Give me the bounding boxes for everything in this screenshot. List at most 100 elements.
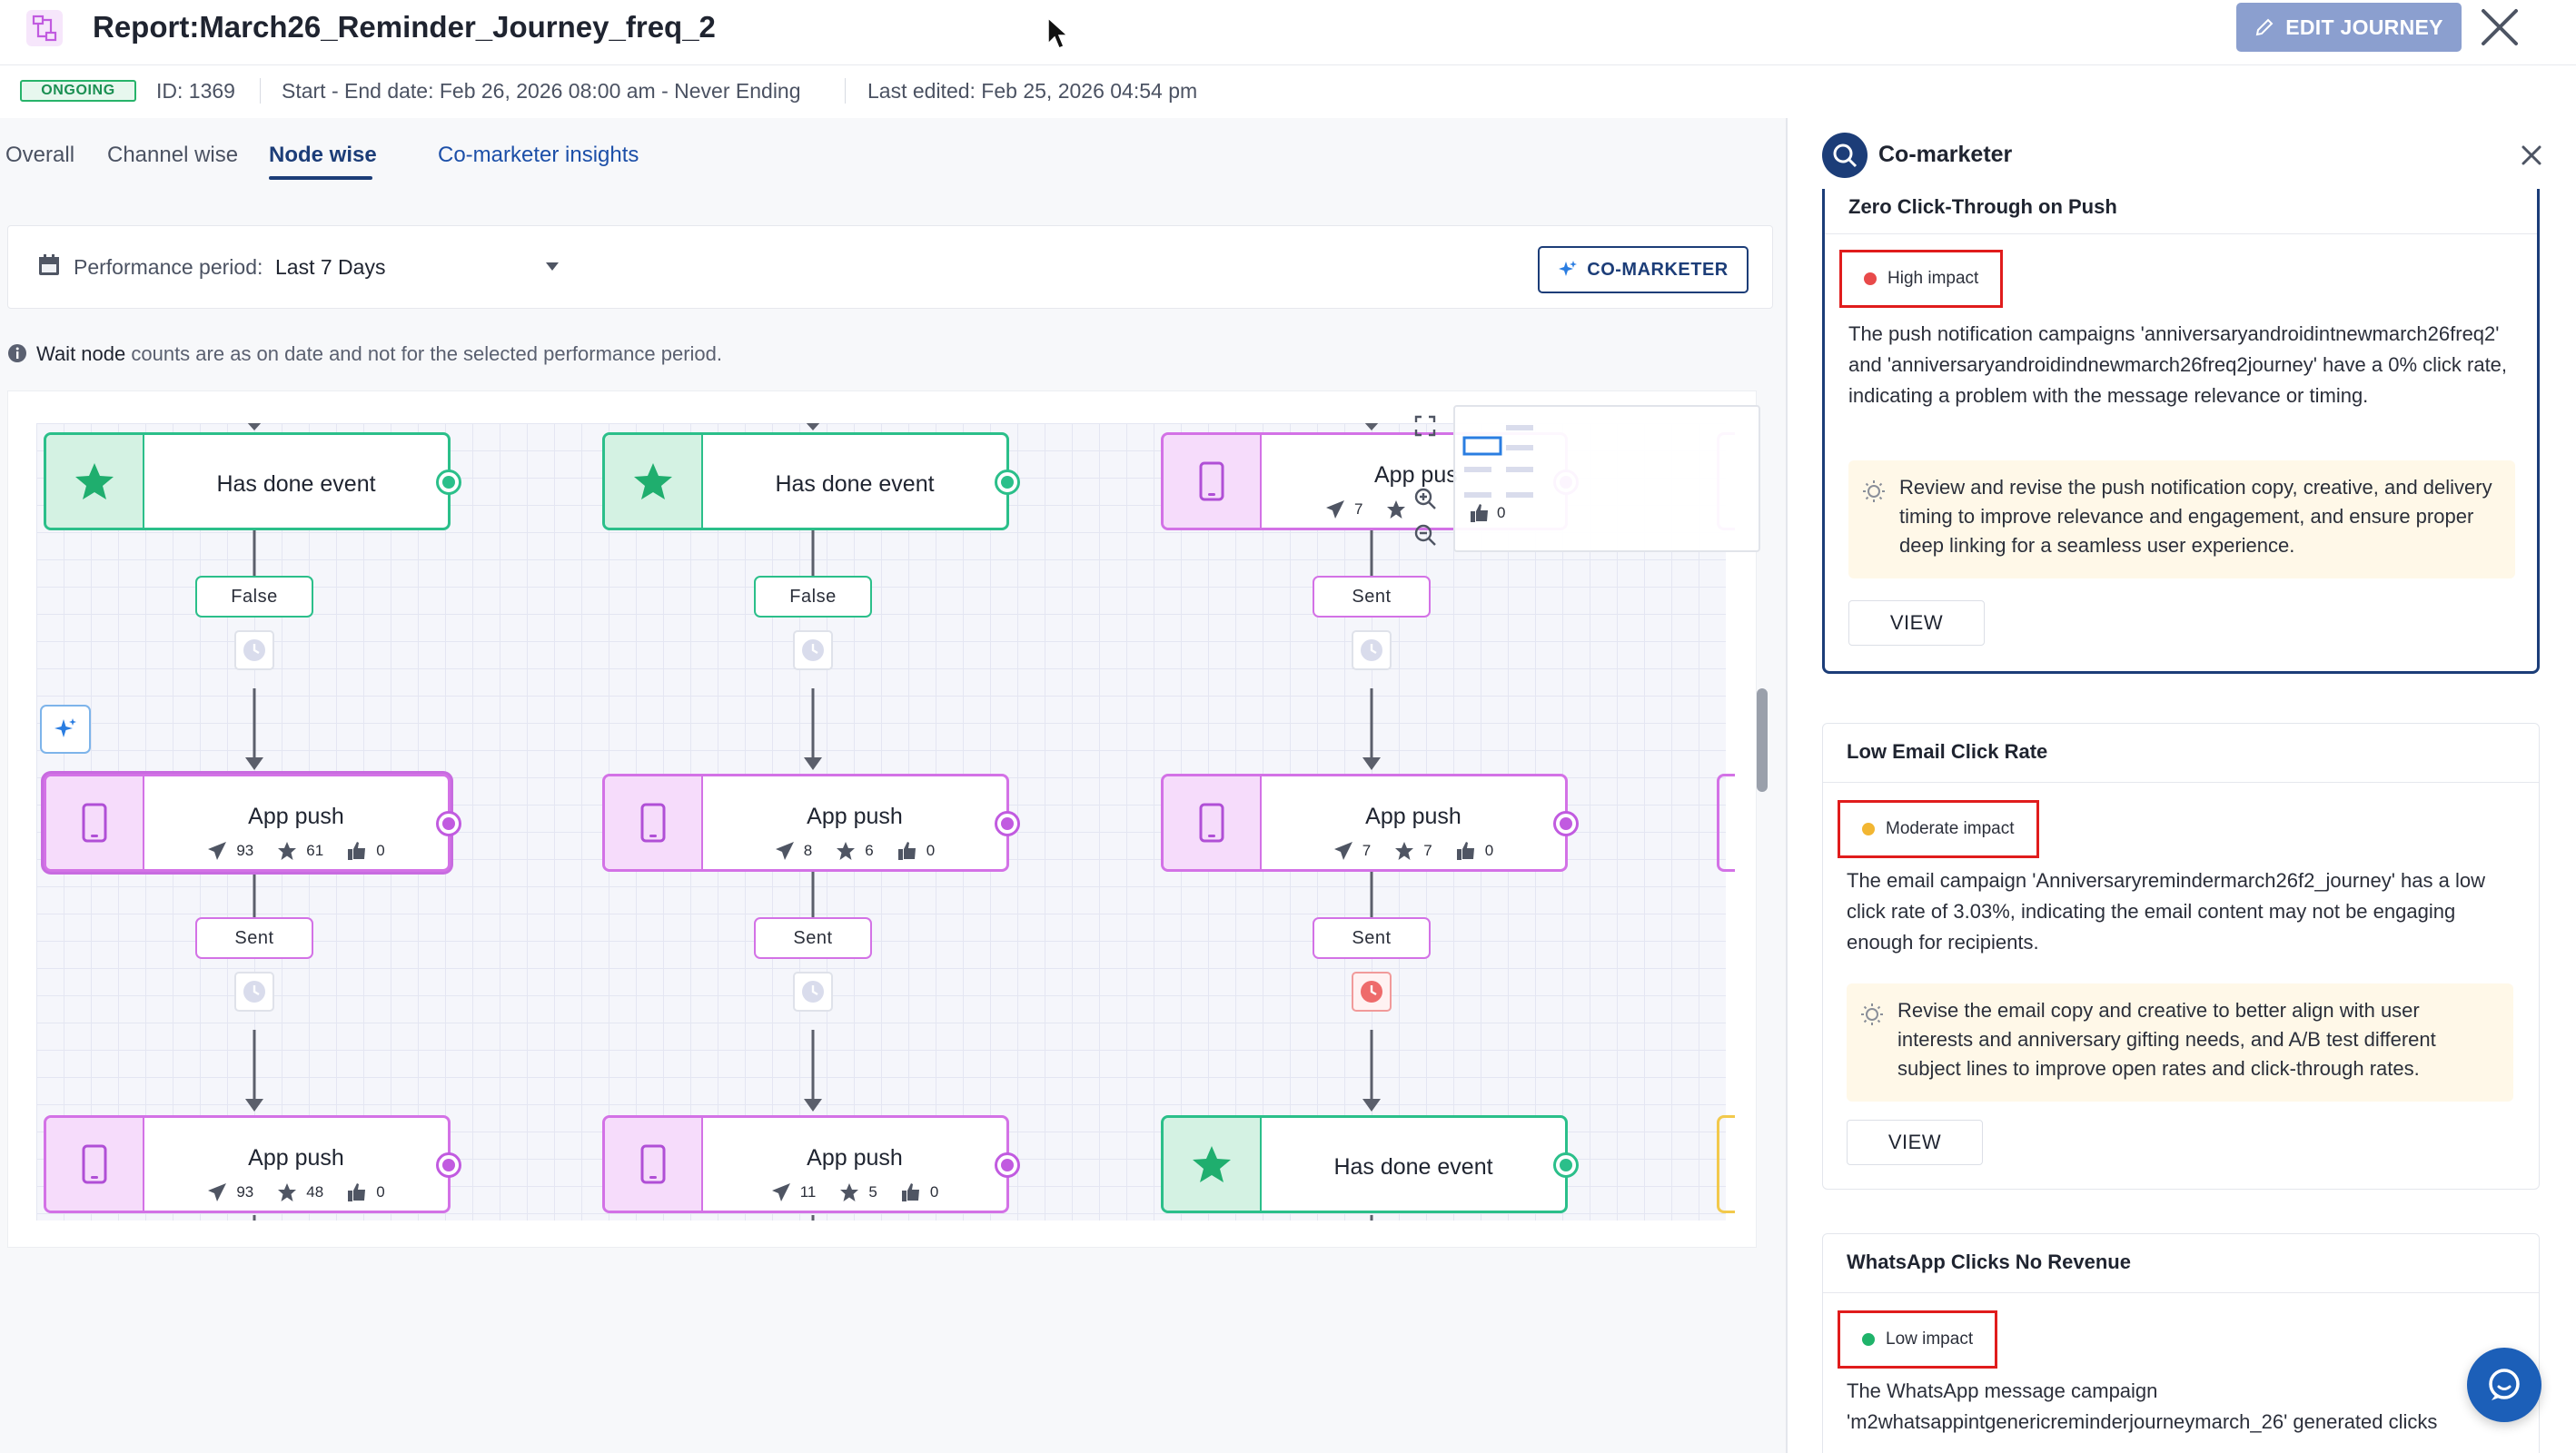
edit-journey-button[interactable]: EDIT JOURNEY	[2236, 3, 2462, 52]
canvas-ai-button[interactable]	[40, 705, 91, 754]
app-push-node[interactable]: App push 7 7 0	[1161, 774, 1579, 872]
wait-node[interactable]	[234, 630, 274, 670]
wait-node[interactable]	[793, 972, 833, 1012]
node-title: Has done event	[1333, 1154, 1493, 1180]
star-outline-icon	[278, 842, 297, 860]
send-icon	[208, 842, 227, 860]
sent-count: 93	[236, 842, 254, 859]
wait-node[interactable]	[793, 630, 833, 670]
node-title: Has done event	[775, 471, 935, 497]
offscreen-node[interactable]	[1717, 1115, 1735, 1213]
app-push-node[interactable]: App push 93 61 0	[44, 774, 461, 872]
star-icon	[75, 463, 114, 499]
node-output-port[interactable]	[1553, 1152, 1579, 1178]
insight-card[interactable]: Low Email Click Rate Moderate impact The…	[1822, 723, 2540, 1190]
view-button[interactable]: VIEW	[1847, 1120, 1983, 1165]
tab-node-wise[interactable]: Node wise	[269, 143, 377, 167]
mouse-cursor-icon	[1047, 16, 1069, 49]
impact-label: Moderate impact	[1886, 819, 2015, 838]
star-icon	[1193, 1146, 1231, 1182]
close-icon[interactable]	[2478, 5, 2522, 49]
close-panel-icon[interactable]	[2518, 142, 2545, 169]
mobile-phone-icon	[82, 1144, 107, 1184]
journey-meta-row: ONGOING ID: 1369 Start - End date: Feb 2…	[0, 71, 1780, 111]
pencil-icon	[2255, 18, 2274, 36]
report-header: Report:March26_Reminder_Journey_freq_2 E…	[0, 0, 2576, 65]
impact-label: Low impact	[1886, 1329, 1974, 1349]
wait-node[interactable]	[1352, 630, 1392, 670]
zoom-out-button[interactable]	[1412, 521, 1439, 549]
chat-bubble-icon	[2489, 1369, 2520, 1400]
minimap-thumbnail	[1462, 425, 1533, 498]
impact-badge: Low impact	[1862, 1329, 1973, 1349]
node-title: App push	[807, 804, 903, 829]
node-output-port[interactable]	[995, 470, 1020, 495]
app-push-icon-cell	[46, 776, 144, 869]
wait-node-active[interactable]	[1352, 972, 1392, 1012]
tab-co-marketer-insights[interactable]: Co-marketer insights	[438, 143, 639, 167]
sent-count: 93	[236, 1183, 254, 1201]
node-output-port[interactable]	[995, 1152, 1020, 1178]
delivered-count: 5	[868, 1183, 877, 1201]
delivered-count: 7	[1423, 842, 1432, 859]
node-stats: 93 48 0	[144, 1181, 448, 1203]
recommendation-box: Review and revise the push notification …	[1848, 460, 2515, 578]
event-node-icon-cell	[46, 435, 144, 528]
canvas-minimap[interactable]: 0	[1453, 405, 1760, 552]
app-push-node[interactable]: App push 11 5 0	[602, 1115, 1020, 1213]
offscreen-node[interactable]	[1717, 774, 1735, 872]
tab-channel-wise[interactable]: Channel wise	[107, 143, 239, 167]
send-icon	[775, 842, 794, 860]
send-icon	[1326, 500, 1344, 519]
app-push-node[interactable]: App push 8 6 0	[602, 774, 1020, 872]
tab-overall[interactable]: Overall	[5, 143, 75, 167]
insight-card[interactable]: WhatsApp Clicks No Revenue Low impact Th…	[1822, 1233, 2540, 1453]
clicked-count: 0	[376, 1183, 385, 1201]
node-output-port[interactable]	[436, 470, 461, 495]
sent-count: 8	[803, 842, 813, 859]
delivered-count: 61	[306, 842, 324, 859]
wait-node-strong: Wait node	[36, 342, 126, 365]
fit-to-screen-button[interactable]	[1412, 412, 1439, 440]
mobile-phone-icon	[82, 803, 107, 843]
node-title: App pus	[1374, 462, 1458, 488]
view-button[interactable]: VIEW	[1848, 600, 1985, 646]
app-push-icon-cell	[1164, 435, 1262, 528]
last-edited: Last edited: Feb 25, 2026 04:54 pm	[867, 79, 1198, 103]
info-icon	[8, 344, 26, 362]
delivered-count: 48	[306, 1183, 324, 1201]
performance-period-select[interactable]: Last 7 Days	[275, 255, 386, 279]
zoom-in-button[interactable]	[1412, 485, 1439, 512]
chat-support-button[interactable]	[2467, 1348, 2541, 1422]
app-push-node[interactable]: App push 93 48 0	[44, 1115, 461, 1213]
event-node[interactable]: Has done event	[1161, 1115, 1579, 1213]
insight-description: The email campaign 'Anniversaryreminderm…	[1847, 869, 2485, 954]
node-output-port[interactable]	[995, 811, 1020, 836]
node-output-port[interactable]	[436, 811, 461, 836]
event-node[interactable]: Has done event	[602, 432, 1020, 530]
left-panel-scrollbar[interactable]	[1757, 688, 1768, 792]
meta-divider	[260, 78, 261, 104]
caret-down-icon[interactable]	[544, 259, 560, 273]
event-node-icon-cell	[605, 435, 703, 528]
node-title: Has done event	[216, 471, 376, 497]
delivered-count: 6	[865, 842, 874, 859]
journey-flow-icon	[26, 10, 63, 46]
event-node[interactable]: Has done event	[44, 432, 461, 530]
node-output-port[interactable]	[436, 1152, 461, 1178]
star-icon	[634, 463, 672, 499]
sent-count: 11	[799, 1183, 817, 1201]
insight-description: The push notification campaigns 'anniver…	[1848, 322, 2508, 407]
co-marketer-logo-icon	[1822, 133, 1868, 178]
insight-description: The WhatsApp message campaign 'm2whatsap…	[1847, 1379, 2438, 1433]
node-output-port[interactable]	[1553, 811, 1579, 836]
app-push-icon-cell	[605, 776, 703, 869]
co-marketer-button[interactable]: CO-MARKETER	[1538, 246, 1749, 293]
wait-node[interactable]	[234, 972, 274, 1012]
insight-card[interactable]: Zero Click-Through on Push High impact T…	[1822, 189, 2540, 674]
impact-badge: Moderate impact	[1862, 819, 2015, 839]
impact-highlight: Low impact	[1838, 1310, 1998, 1369]
clock-icon	[243, 639, 265, 661]
thumbs-up-icon	[901, 1183, 919, 1201]
node-title: App push	[1365, 804, 1461, 829]
